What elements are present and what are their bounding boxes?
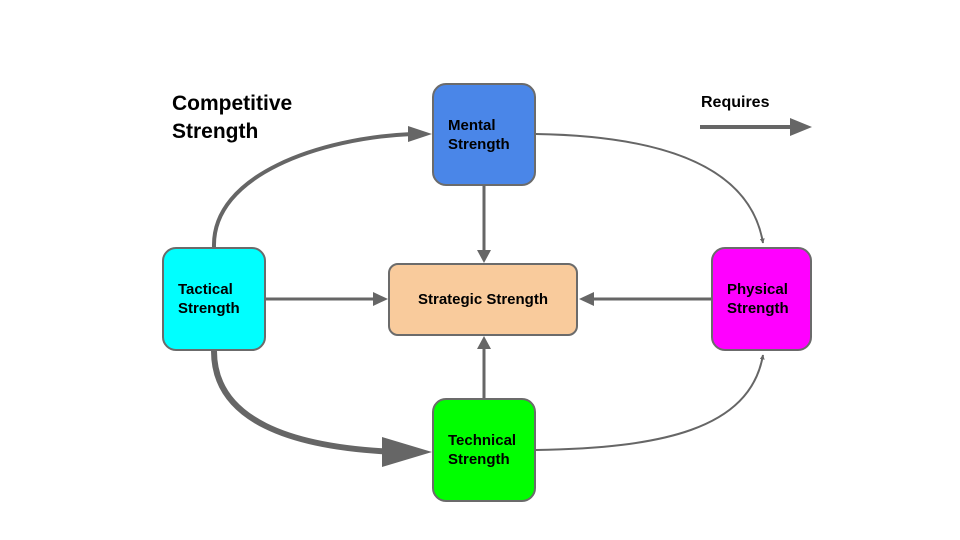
arrow-tactical-to-mental-head — [408, 126, 432, 142]
node-mental-line-1: Mental — [448, 116, 496, 134]
arrow-technical-to-physical — [535, 354, 765, 451]
node-physical-line-2: Strength — [727, 300, 789, 317]
arrow-tactical-to-mental — [211, 132, 413, 248]
arrow-physical-to-strategic-head — [579, 292, 594, 306]
arrow-tactical-to-strategic-head — [373, 292, 388, 306]
node-technical-line-2: Strength — [448, 451, 510, 468]
node-technical-line-1: Technical — [448, 432, 517, 449]
node-tactical-line-1: Tactical — [178, 281, 233, 298]
legend-arrow-head — [790, 118, 812, 136]
node-tactical-strength: Tactical Strength — [162, 247, 266, 351]
arrow-mental-to-physical — [535, 133, 765, 244]
arrow-mental-to-strategic-head — [477, 250, 491, 263]
node-strategic-label: Strategic Strength — [417, 291, 549, 308]
title-line-1: Competitive — [172, 92, 293, 115]
arrow-technical-to-strategic-head — [477, 336, 491, 349]
node-technical-strength: Technical Strength — [432, 398, 536, 502]
node-physical-strength: Physical Strength — [711, 247, 812, 351]
title-line-2: Strength — [172, 120, 259, 143]
arrow-tactical-to-technical-head — [382, 437, 432, 467]
node-mental-line-2: Strength — [448, 135, 510, 153]
arrow-tactical-to-technical — [211, 350, 399, 455]
node-mental-strength: Mental Strength — [432, 83, 536, 186]
node-tactical-line-2: Strength — [178, 300, 240, 317]
node-physical-line-1: Physical — [727, 281, 788, 298]
diagram-title: Competitive Strength — [172, 90, 292, 146]
node-strategic-strength: Strategic Strength — [388, 263, 578, 336]
legend-label: Requires — [701, 94, 770, 111]
